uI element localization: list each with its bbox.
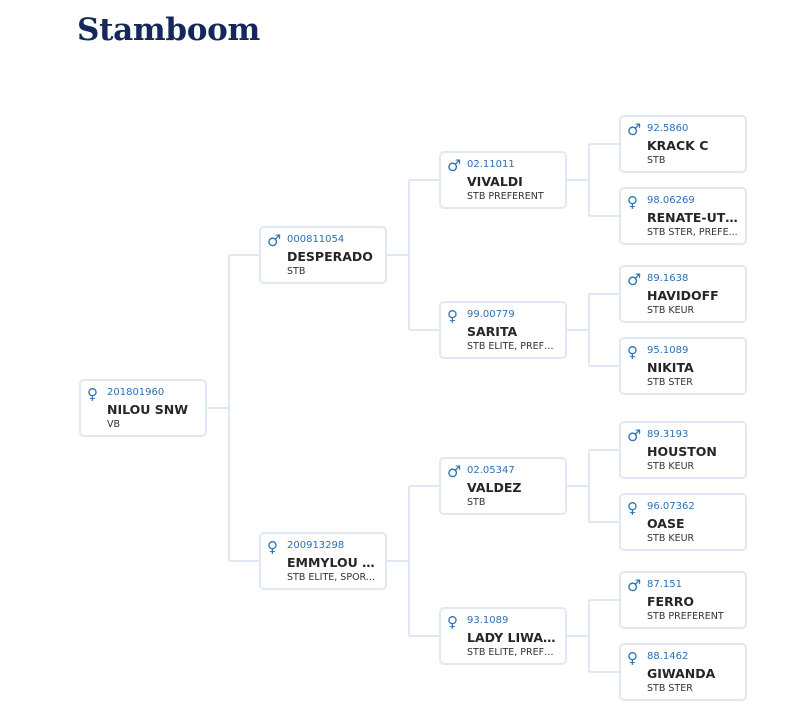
horse-name: VALDEZ [467,480,522,495]
registration-number: 93.1089 [467,615,509,626]
horse-name: KRACK C [647,138,709,153]
registration-number: 000811054 [287,234,345,245]
registration-number: 99.00779 [467,309,515,320]
horse-name: NIKITA [647,360,694,375]
male-icon: ♂ [627,270,642,289]
horse-card-sire[interactable]: ♂ 000811054 DESPERADO STB [259,226,387,284]
horse-card-sire-dam-dam[interactable]: ♀ 95.1089 NIKITA STB STER [619,337,747,395]
horse-card-sire-sire-sire[interactable]: ♂ 92.5860 KRACK C STB [619,115,747,173]
predicate: STB [647,155,666,166]
horse-card-sire-sire-dam[interactable]: ♀ 98.06269 RENATE-UTO... STB STER, PREFE… [619,187,747,245]
predicate: STB STER [647,683,693,694]
predicate: STB PREFERENT [467,191,544,202]
page-title: Stamboom [77,12,261,48]
registration-number: 98.06269 [647,195,695,206]
female-icon: ♀ [627,193,638,211]
registration-number: 88.1462 [647,651,689,662]
predicate: STB STER, PREFE... [647,227,738,238]
predicate: STB ELITE, PREFE... [467,647,559,658]
female-icon: ♀ [447,307,458,325]
horse-card-dam-sire-sire[interactable]: ♂ 89.3193 HOUSTON STB KEUR [619,421,747,479]
registration-number: 96.07362 [647,501,695,512]
horse-name: SARITA [467,324,518,339]
male-icon: ♂ [447,156,462,175]
predicate: STB ELITE, PREFE... [467,341,559,352]
horse-card-dam[interactable]: ♀ 200913298 EMMYLOU S... STB ELITE, SPOR… [259,532,387,590]
horse-card-dam-sire[interactable]: ♂ 02.05347 VALDEZ STB [439,457,567,515]
predicate: STB PREFERENT [647,611,724,622]
predicate: STB KEUR [647,305,695,316]
registration-number: 87.151 [647,579,682,590]
male-icon: ♂ [627,576,642,595]
horse-card-dam-dam-sire[interactable]: ♂ 87.151 FERRO STB PREFERENT [619,571,747,629]
horse-name: HOUSTON [647,444,717,459]
male-icon: ♂ [267,231,282,250]
predicate: STB STER [647,377,693,388]
predicate: STB KEUR [647,533,695,544]
horse-card-sire-dam[interactable]: ♀ 99.00779 SARITA STB ELITE, PREFE... [439,301,567,359]
horse-name: OASE [647,516,685,531]
registration-number: 95.1089 [647,345,689,356]
horse-name: EMMYLOU S... [287,555,379,570]
registration-number: 02.05347 [467,465,515,476]
horse-name: FERRO [647,594,694,609]
horse-card-dam-sire-dam[interactable]: ♀ 96.07362 OASE STB KEUR [619,493,747,551]
predicate: STB [287,266,306,277]
registration-number: 200913298 [287,540,345,551]
predicate: STB [467,497,486,508]
female-icon: ♀ [267,538,278,556]
horse-card-dam-dam-dam[interactable]: ♀ 88.1462 GIWANDA STB STER [619,643,747,701]
horse-name: NILOU SNW [107,402,189,417]
horse-name: VIVALDI [467,174,523,189]
male-icon: ♂ [627,120,642,139]
registration-number: 92.5860 [647,123,689,134]
female-icon: ♀ [627,649,638,667]
horse-name: GIWANDA [647,666,716,681]
horse-card-dam-dam[interactable]: ♀ 93.1089 LADY LIWAN... STB ELITE, PREFE… [439,607,567,665]
female-icon: ♀ [87,385,98,403]
horse-name: RENATE-UTO... [647,210,739,225]
registration-number: 89.1638 [647,273,689,284]
female-icon: ♀ [627,343,638,361]
male-icon: ♂ [447,462,462,481]
male-icon: ♂ [627,426,642,445]
female-icon: ♀ [627,499,638,517]
female-icon: ♀ [447,613,458,631]
predicate: STB KEUR [647,461,695,472]
predicate: STB ELITE, SPOR... [287,572,375,583]
registration-number: 201801960 [107,387,165,398]
registration-number: 02.11011 [467,159,515,170]
predicate: VB [107,419,121,430]
horse-name: LADY LIWAN... [467,630,559,645]
horse-card-sire-dam-sire[interactable]: ♂ 89.1638 HAVIDOFF STB KEUR [619,265,747,323]
horse-card-subject[interactable]: ♀ 201801960 NILOU SNW VB [79,379,207,437]
horse-name: DESPERADO [287,249,373,264]
horse-card-sire-sire[interactable]: ♂ 02.11011 VIVALDI STB PREFERENT [439,151,567,209]
horse-name: HAVIDOFF [647,288,719,303]
registration-number: 89.3193 [647,429,689,440]
